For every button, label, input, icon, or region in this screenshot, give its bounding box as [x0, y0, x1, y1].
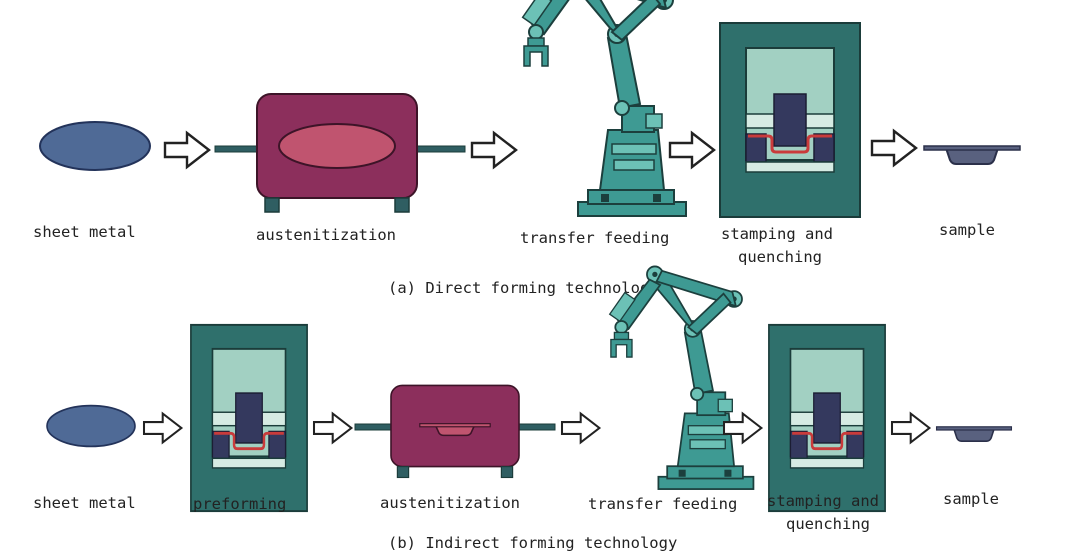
process-arrow-b5 [890, 412, 931, 444]
austenitization-furnace-a [256, 93, 418, 213]
label-transfer-feeding-b: transfer feeding [588, 495, 737, 513]
process-arrow-b1 [142, 412, 183, 444]
caption-a: (a) Direct forming technology [388, 279, 659, 297]
label-stamping-a-line1: stamping and [721, 225, 833, 243]
sample-part-b [935, 425, 1013, 443]
process-arrow-b2 [312, 412, 353, 444]
process-arrow-a3 [668, 131, 716, 169]
label-stamping-b-line2: quenching [786, 515, 870, 533]
robot-arm-a [521, 0, 687, 217]
stamping-press-a [718, 21, 862, 219]
label-stamping-b-line1: stamping and [767, 492, 879, 510]
diagram-indirect-forming: sheet metal preforming austenitization t… [33, 265, 1013, 552]
label-stamping-a-line2: quenching [738, 248, 822, 266]
sheet-metal-blank-a [39, 121, 151, 171]
preforming-press-b [189, 323, 309, 513]
process-arrow-a1 [163, 131, 211, 169]
robot-arm-b [608, 265, 755, 490]
sheet-metal-blank-b [46, 404, 136, 448]
process-arrow-a2 [470, 131, 518, 169]
label-sample-b: sample [943, 490, 999, 508]
label-transfer-feeding-a: transfer feeding [520, 229, 669, 247]
diagram-direct-forming: sheet metal austenitization transfer fee… [33, 0, 1021, 297]
label-sample-a: sample [939, 221, 995, 239]
process-arrow-b3 [560, 412, 601, 444]
process-arrow-a4 [870, 129, 918, 167]
label-sheet-metal-a: sheet metal [33, 223, 136, 241]
austenitization-furnace-b [390, 384, 520, 479]
label-preforming-b: preforming [193, 495, 286, 513]
sample-part-a [923, 145, 1021, 165]
label-sheet-metal-b: sheet metal [33, 494, 136, 512]
label-austenitization-b: austenitization [380, 494, 520, 512]
stamping-press-b [767, 323, 887, 513]
label-austenitization-a: austenitization [256, 226, 396, 244]
caption-b: (b) Indirect forming technology [388, 534, 677, 552]
